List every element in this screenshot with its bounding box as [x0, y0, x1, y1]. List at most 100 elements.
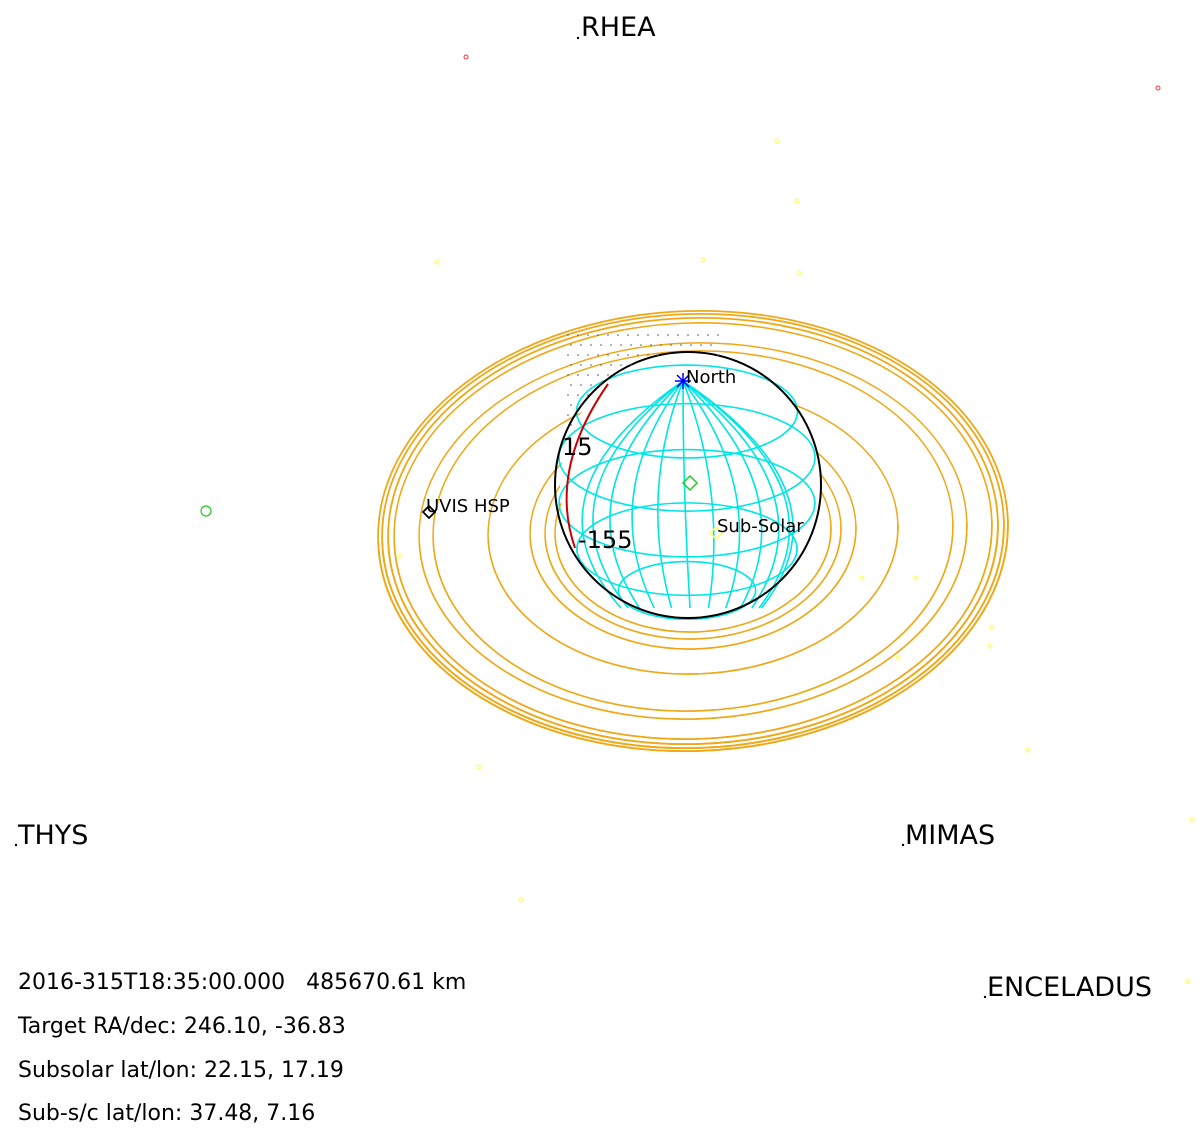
shadow-dot — [570, 344, 572, 346]
star — [895, 655, 901, 661]
ring-front-arc-7 — [529, 525, 857, 650]
ring-front-arc-8 — [544, 525, 842, 640]
shadow-dot — [600, 364, 602, 366]
shadow-dot — [627, 334, 629, 336]
shadow-dot — [630, 344, 632, 346]
shadow-dot — [620, 364, 622, 366]
star — [859, 575, 865, 581]
ring-front-arc-3 — [393, 520, 993, 740]
shadow-dot — [577, 374, 579, 376]
shadow-dot — [647, 354, 649, 356]
ring-front-arc-5 — [432, 521, 954, 712]
saturn-rings-front — [377, 519, 1009, 752]
moon-label-mimas: MIMAS — [905, 820, 995, 851]
globe-limb — [554, 351, 822, 619]
moon-mimas: MIMAS — [901, 820, 995, 851]
shadow-dot — [587, 374, 589, 376]
shadow-dot — [567, 354, 569, 356]
green-body-marker — [200, 505, 212, 517]
shadow-dot — [570, 424, 572, 426]
shadow-dot — [657, 334, 659, 336]
shadow-dot — [637, 354, 639, 356]
shadow-dot — [640, 344, 642, 346]
moon-label-enceladus: ENCELADUS — [987, 972, 1152, 1003]
sub-solar-marker — [708, 525, 724, 541]
meridian-10 — [592, 380, 684, 609]
north-label: North — [686, 367, 736, 388]
star — [1189, 817, 1195, 823]
moon-label-tethys: THYS — [17, 820, 88, 851]
saturn-globe — [554, 351, 822, 621]
ring-front-arc-2 — [387, 520, 999, 746]
star — [796, 270, 802, 276]
shadow-dot — [677, 334, 679, 336]
shadow-dot — [700, 344, 702, 346]
star — [989, 624, 995, 630]
shadow-dot — [570, 364, 572, 366]
meridian-11 — [581, 380, 684, 609]
star — [518, 897, 524, 903]
meridian-6 — [682, 380, 691, 609]
shadow-dot — [590, 364, 592, 366]
shadow-dot — [590, 384, 592, 386]
ring-front-arc-4 — [418, 521, 968, 720]
meridian-9 — [609, 380, 684, 609]
ring-front-arc-6 — [487, 523, 899, 675]
shadow-dot — [717, 334, 719, 336]
shadow-dot — [587, 334, 589, 336]
shadow-dot — [587, 394, 589, 396]
shadow-dot — [567, 374, 569, 376]
meridian-1 — [682, 380, 791, 609]
star — [700, 257, 706, 263]
info-line-sub-spacecraft: Sub-s/c lat/lon: 37.48, 7.16 — [18, 1101, 316, 1126]
shadow-dot — [580, 344, 582, 346]
shadow-dot — [667, 334, 669, 336]
star — [913, 575, 919, 581]
star — [434, 259, 440, 265]
lat-lon-grid — [558, 364, 816, 621]
meridian-7 — [657, 380, 684, 609]
shadow-dot — [610, 344, 612, 346]
info-line-target-radec: Target RA/dec: 246.10, -36.83 — [18, 1014, 346, 1039]
shadow-dot — [580, 384, 582, 386]
shadow-dot — [657, 354, 659, 356]
shadow-dot — [620, 344, 622, 346]
shadow-dot — [570, 404, 572, 406]
info-line-subsolar: Subsolar lat/lon: 22.15, 17.19 — [18, 1058, 344, 1083]
ring-shadow-dots — [567, 334, 719, 426]
info-line-time-range: 2016-315T18:35:00.000 485670.61 km — [18, 970, 467, 995]
shadow-dot — [660, 344, 662, 346]
star — [397, 553, 403, 559]
meridian-4 — [682, 380, 741, 609]
shadow-dot — [617, 334, 619, 336]
moon-rhea: RHEA — [576, 12, 656, 43]
shadow-dot — [710, 344, 712, 346]
moon-label-rhea: RHEA — [581, 12, 656, 43]
shadow-dot — [570, 384, 572, 386]
star — [476, 764, 482, 770]
ring-front-arc-9 — [554, 526, 832, 633]
shadow-dot — [670, 344, 672, 346]
shadow-dot — [597, 334, 599, 336]
shadow-dot — [647, 334, 649, 336]
terminator-line — [565, 383, 609, 549]
shadow-dot — [567, 394, 569, 396]
uvis-hsp-label: UVIS HSP — [426, 496, 510, 517]
moon-enceladus: ENCELADUS — [983, 972, 1152, 1003]
shadow-dot — [607, 334, 609, 336]
shadow-dot — [637, 334, 639, 336]
shadow-dot — [567, 334, 569, 336]
shadow-dot — [600, 384, 602, 386]
star — [794, 198, 800, 204]
meridian-5 — [682, 380, 715, 609]
shadow-dot — [597, 374, 599, 376]
shadow-dot — [577, 334, 579, 336]
star — [987, 643, 993, 649]
latitude-line-3 — [576, 502, 798, 597]
ring-front-arc-1 — [381, 520, 1005, 749]
star — [1025, 747, 1031, 753]
north-pole-marker — [675, 373, 691, 389]
red-point — [463, 54, 469, 60]
meridian-2 — [682, 380, 780, 609]
